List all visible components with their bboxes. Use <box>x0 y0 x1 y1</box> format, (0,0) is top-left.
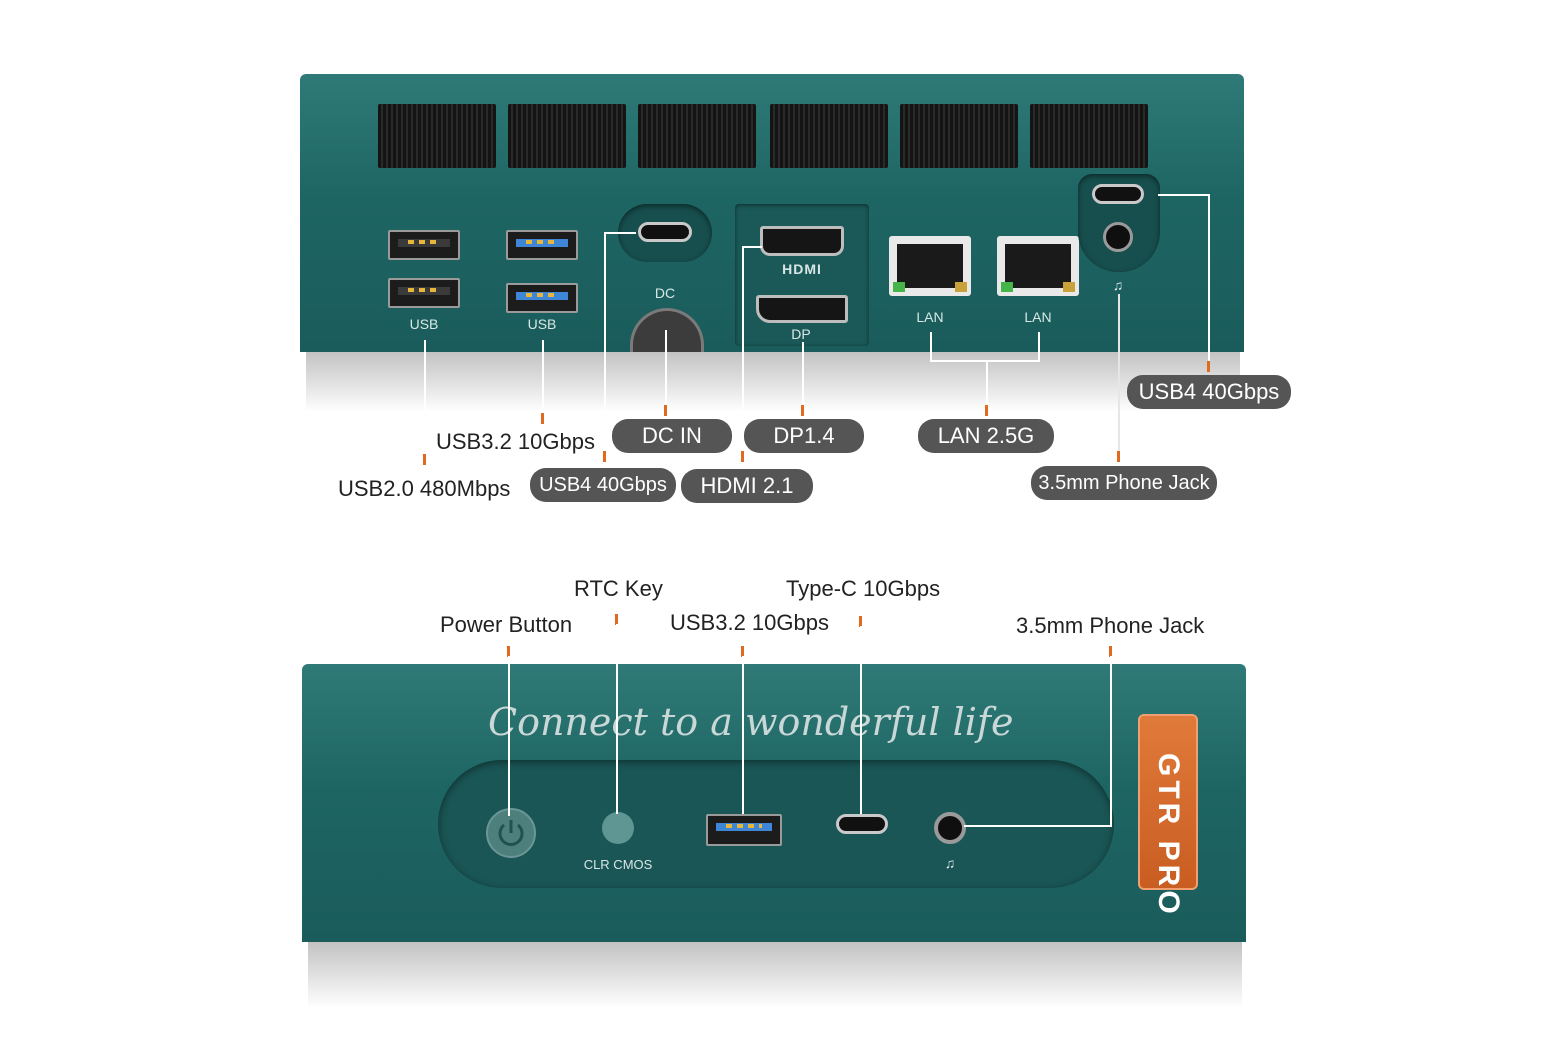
tick-mark <box>615 614 618 625</box>
dp-label: DP <box>791 326 811 342</box>
usb2-port-top <box>388 230 460 260</box>
tick-mark <box>1207 361 1210 372</box>
front-typec-port <box>836 814 888 834</box>
connector-line <box>930 332 932 362</box>
connector-line <box>742 656 744 814</box>
callout-power: Power Button <box>440 612 573 637</box>
callout-usb2: USB2.0 480Mbps <box>338 476 511 501</box>
connector-line <box>964 825 1112 827</box>
usb4-typec-port-right <box>1092 184 1144 204</box>
power-icon <box>498 820 524 846</box>
callout-usb32: USB3.2 10Gbps <box>436 429 595 454</box>
tick-mark <box>859 616 862 627</box>
tick-mark <box>423 454 426 465</box>
lan-port-label: LAN <box>916 309 944 325</box>
vent-grille <box>508 104 626 168</box>
connector-line <box>1110 656 1112 826</box>
tick-mark <box>541 413 544 424</box>
usb-port-label: USB <box>409 316 439 332</box>
hdmi-port <box>760 226 844 256</box>
callout-dp: DP1.4 <box>744 419 864 453</box>
usb32-port-bottom <box>506 283 578 313</box>
callout-dc-in: DC IN <box>612 419 732 453</box>
connector-line <box>1208 194 1210 362</box>
usb-port-label: USB <box>527 316 557 332</box>
clr-cmos-label: CLR CMOS <box>583 857 653 872</box>
clr-cmos-button[interactable] <box>602 812 634 844</box>
tick-mark <box>801 405 804 416</box>
front-usb32-port <box>706 814 782 846</box>
vent-grille <box>638 104 756 168</box>
tick-mark <box>741 646 744 657</box>
connector-line <box>604 232 636 234</box>
tick-mark <box>985 405 988 416</box>
usb32-port-top <box>506 230 578 260</box>
tick-mark <box>664 405 667 416</box>
connector-line <box>930 360 1040 362</box>
tick-mark <box>741 451 744 462</box>
vent-grille <box>378 104 496 168</box>
connector-line <box>802 342 804 406</box>
callout-phone-jack-rear: 3.5mm Phone Jack <box>1031 466 1217 500</box>
dc-label: DC <box>654 285 676 301</box>
front-device-shadow <box>308 942 1242 1008</box>
connector-line <box>604 232 606 452</box>
usb4-typec-port <box>638 222 692 242</box>
connector-line <box>542 340 544 414</box>
callout-typec: Type-C 10Gbps <box>786 576 941 601</box>
tick-mark <box>1117 451 1120 462</box>
headphone-icon: ♫ <box>1112 277 1124 293</box>
slogan-text: Connect to a wonderful life <box>488 700 1014 744</box>
vent-grille <box>900 104 1018 168</box>
power-button[interactable] <box>486 808 536 858</box>
vent-grille <box>770 104 888 168</box>
connector-line <box>1038 332 1040 362</box>
lan-port-1 <box>889 236 971 296</box>
callout-usb4-left: USB4 40Gbps <box>530 468 676 502</box>
connector-line <box>508 656 510 816</box>
connector-line <box>1118 294 1120 452</box>
vent-grille <box>1030 104 1148 168</box>
connector-line <box>986 360 988 406</box>
callout-usb4-right: USB4 40Gbps <box>1127 375 1291 409</box>
dp-port <box>756 295 848 323</box>
tick-mark <box>507 646 510 657</box>
brand-logo-text: GTR PRO <box>1152 753 1185 918</box>
rear-device-shadow <box>306 352 1240 412</box>
brand-badge <box>1138 714 1198 890</box>
callout-usb32-front: USB3.2 10Gbps <box>670 610 829 635</box>
connector-line <box>742 246 744 452</box>
callout-rtc: RTC Key <box>574 576 663 601</box>
connector-line <box>665 330 667 406</box>
headphone-icon: ♫ <box>944 855 956 871</box>
lan-port-label: LAN <box>1024 309 1052 325</box>
connector-line <box>742 246 762 248</box>
front-audio-jack <box>934 812 966 844</box>
audio-jack-rear <box>1103 222 1133 252</box>
lan-port-2 <box>997 236 1079 296</box>
tick-mark <box>603 451 606 462</box>
connector-line <box>860 626 862 814</box>
callout-hdmi: HDMI 2.1 <box>681 469 813 503</box>
connector-line <box>616 624 618 814</box>
hdmi-logo: HDMI <box>782 261 822 277</box>
callout-lan: LAN 2.5G <box>918 419 1054 453</box>
connector-line <box>1158 194 1210 196</box>
tick-mark <box>1109 646 1112 657</box>
usb2-port-bottom <box>388 278 460 308</box>
connector-line <box>424 340 426 456</box>
callout-phone-jack-front: 3.5mm Phone Jack <box>1016 613 1205 638</box>
